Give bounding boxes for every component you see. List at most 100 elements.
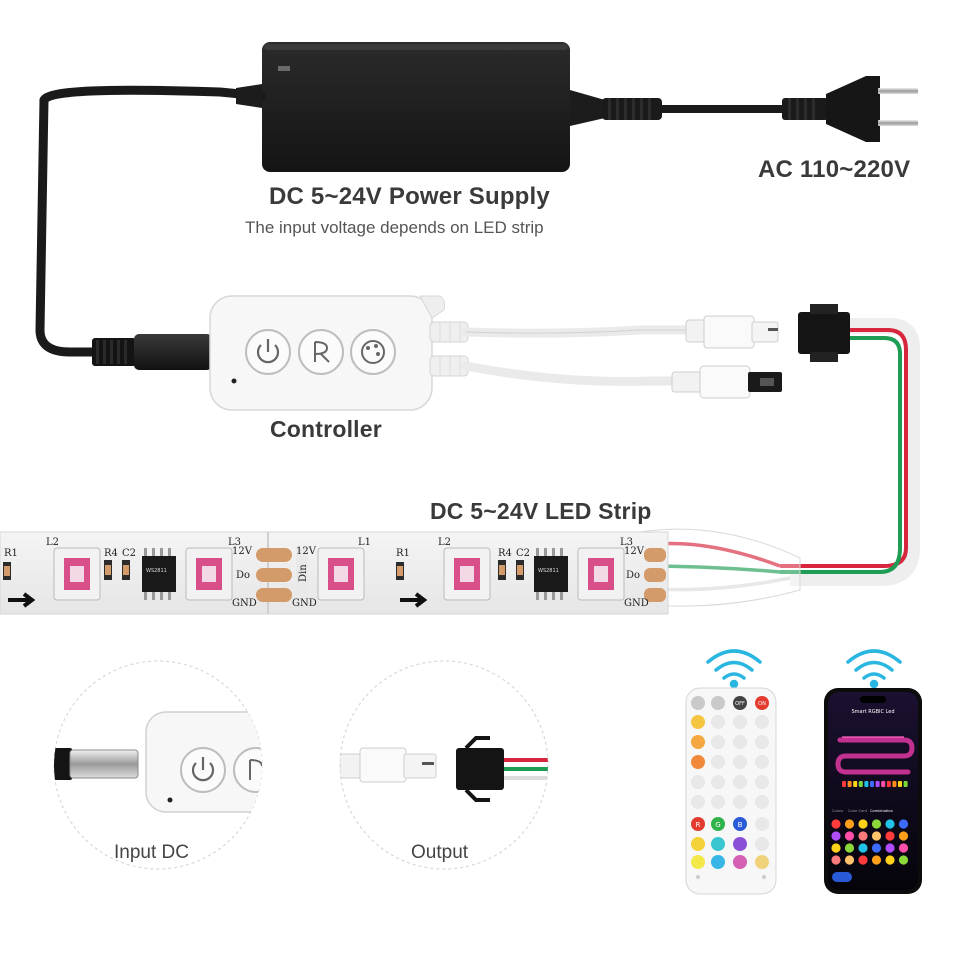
remote-key[interactable] [691,855,705,869]
app-tab-colour[interactable]: Colour [832,809,844,813]
remote-key[interactable] [691,795,705,809]
strip-segment-a [3,547,365,608]
remote-key[interactable] [691,735,705,749]
color-swatch[interactable] [844,843,855,853]
remote-top-keys[interactable]: OFF ON [691,696,769,710]
ir-remote [685,687,777,895]
mark-r4: R4 [104,548,118,559]
mark-12v: 12V [232,546,253,557]
mark-r1-b: R1 [396,548,410,559]
remote-key[interactable] [755,837,769,851]
remote-key[interactable] [691,715,705,729]
output-caption: Output [411,842,469,863]
color-swatch[interactable] [871,831,882,841]
remote-key[interactable] [691,837,705,851]
remote-key[interactable] [733,775,747,789]
remote-key[interactable] [755,855,769,869]
led-dot [842,781,846,787]
controller-mode-button[interactable] [298,329,344,375]
ac-cable [570,90,790,126]
led-dot [886,781,891,787]
mark-l3-b: L3 [620,537,633,548]
color-swatch[interactable] [871,819,882,829]
smartphone: Smart RGBIC Led Colour Color Card Combin… [824,688,922,894]
remote-rgb-keys[interactable]: R G B [691,817,747,831]
remote-key[interactable] [755,755,769,769]
remote-key[interactable] [755,715,769,729]
led-dot [853,781,858,787]
color-swatch[interactable] [898,843,909,853]
remote-key[interactable] [711,755,725,769]
led-dot [892,781,897,787]
mark-chip-b: WS2811 [538,568,559,574]
color-swatch[interactable] [858,855,868,865]
remote-key[interactable] [733,715,747,729]
controller-palette-button[interactable] [350,329,396,375]
color-swatch[interactable] [844,819,855,829]
remote-key[interactable] [691,755,705,769]
dc-cable [35,85,267,357]
mark-do: Do [236,570,250,581]
remote-key[interactable] [733,795,747,809]
color-swatch[interactable] [871,843,882,853]
color-swatch[interactable] [898,831,909,841]
color-swatch[interactable] [885,855,895,865]
remote-key [755,817,769,831]
color-swatch[interactable] [831,831,841,841]
remote-key[interactable] [711,795,725,809]
color-swatch[interactable] [858,843,868,853]
mark-c2: C2 [122,548,136,559]
strip-silkscreen: R1 L2 R4 C2 WS2811 L3 12V Do GND 12V Din… [4,537,649,609]
led-dot [875,781,880,787]
color-swatch[interactable] [831,843,841,853]
color-swatch[interactable] [885,843,895,853]
remote-key[interactable] [733,755,747,769]
color-swatch[interactable] [871,855,882,865]
led-strip-label: DC 5~24V LED Strip [430,498,652,524]
app-title: Smart RGBIC Led [852,709,895,715]
remote-key[interactable] [755,735,769,749]
remote-key[interactable] [733,735,747,749]
color-swatch[interactable] [885,831,895,841]
color-swatch[interactable] [858,819,868,829]
remote-off-label: OFF [735,701,745,707]
ac-wall-plug [782,76,918,142]
strip-input-plug [798,304,850,362]
color-swatch[interactable] [898,819,909,829]
color-swatch[interactable] [844,855,855,865]
app-tab-color-card[interactable]: Color Card [848,809,867,813]
app-tab-combination[interactable]: Combination [870,809,893,813]
led-dot [864,781,869,787]
color-swatch[interactable] [898,855,909,865]
mark-c2-b: C2 [516,548,530,559]
remote-key[interactable] [711,855,725,869]
mark-12v-b: 12V [296,546,317,557]
remote-key[interactable] [711,837,725,851]
color-swatch[interactable] [885,819,895,829]
led-dot [847,781,852,787]
remote-key[interactable] [733,855,747,869]
output-cables [429,321,695,386]
power-supply-note: The input voltage depends on LED strip [245,218,544,237]
remote-key[interactable] [755,795,769,809]
remote-key[interactable] [711,715,725,729]
color-swatch[interactable] [831,819,841,829]
strip-segment-b [396,547,625,608]
color-swatch[interactable] [844,831,855,841]
remote-key[interactable] [755,775,769,789]
controller-power-button[interactable] [245,329,291,375]
remote-key[interactable] [733,837,747,851]
jst-female-socket [671,365,782,399]
mark-l2-b: L2 [438,537,451,548]
mark-l3: L3 [228,537,241,548]
detail-output [339,660,549,870]
remote-key[interactable] [711,775,725,789]
remote-key[interactable] [691,775,705,789]
led-dot [870,781,874,787]
color-swatch[interactable] [831,855,841,865]
remote-key[interactable] [711,735,725,749]
color-swatch[interactable] [858,831,868,841]
rgb-wires [639,318,920,607]
